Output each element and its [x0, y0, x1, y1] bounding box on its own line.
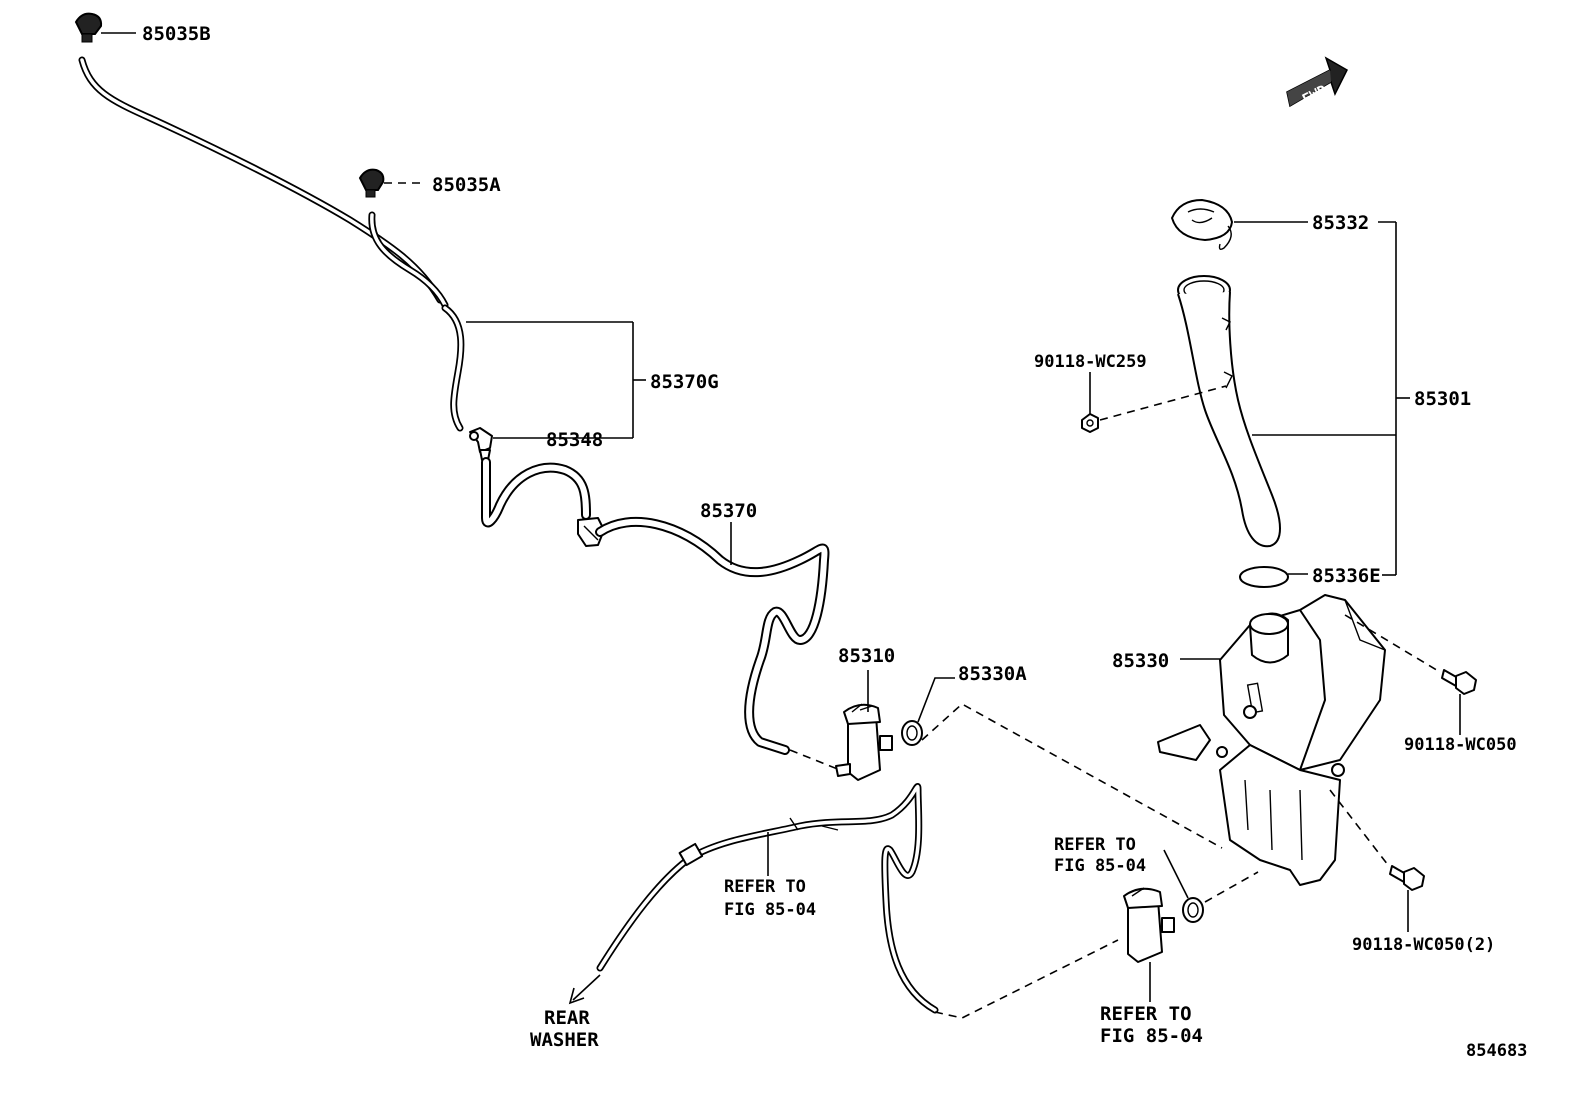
bolt-90118-WC050-2 — [1389, 865, 1425, 932]
bolt-90118-WC050 — [1441, 669, 1477, 735]
label-refer-right-line1: REFER TO — [1054, 835, 1136, 855]
label-85301: 85301 — [1414, 388, 1471, 410]
label-85348: 85348 — [546, 429, 603, 451]
label-90118-WC050-2: 90118-WC050(2) — [1352, 935, 1495, 955]
label-refer-bottom-line2: FIG 85-04 — [1100, 1025, 1203, 1047]
rear-washer-arrow — [568, 974, 601, 1005]
hose-85370 — [595, 516, 830, 755]
grommet-85330A — [901, 677, 1223, 849]
grommet-lower — [1163, 849, 1259, 923]
label-85330A: 85330A — [958, 663, 1027, 685]
cap-85332 — [1171, 199, 1308, 251]
hose-upper-long — [78, 56, 444, 304]
connector-85370 — [577, 517, 605, 547]
label-90118-WC050: 90118-WC050 — [1404, 735, 1517, 755]
label-85370: 85370 — [700, 500, 757, 522]
tank-85330 — [1157, 594, 1441, 886]
figure-number: 854683 — [1466, 1041, 1527, 1061]
hose-85370G — [441, 304, 465, 432]
label-85336E: 85336E — [1312, 565, 1381, 587]
hose-rear-washer — [596, 783, 939, 1014]
bracket-85370G — [466, 321, 646, 439]
gasket-85336E — [1239, 566, 1308, 588]
label-refer-right-line2: FIG 85-04 — [1054, 856, 1146, 876]
nozzle-85035B — [74, 12, 136, 43]
label-refer-mid-line2: FIG 85-04 — [724, 900, 816, 920]
dashed-lower-pump — [934, 939, 1119, 1019]
pump-lower — [1123, 887, 1175, 1002]
label-rear-washer-line1: REAR — [544, 1007, 590, 1029]
label-85035B: 85035B — [142, 23, 211, 45]
label-85035A: 85035A — [432, 174, 501, 196]
bracket-85301 — [1252, 221, 1410, 576]
label-85370G: 85370G — [650, 371, 719, 393]
hose-85035A — [368, 211, 449, 309]
label-85332: 85332 — [1312, 212, 1369, 234]
label-90118-WC259: 90118-WC259 — [1034, 352, 1147, 372]
label-refer-bottom-line1: REFER TO — [1100, 1003, 1192, 1025]
label-85310: 85310 — [838, 645, 895, 667]
connector-85348 — [469, 427, 493, 461]
nozzle-85035A — [358, 168, 426, 198]
pump-85310 — [789, 670, 893, 781]
label-rear-washer-line2: WASHER — [530, 1029, 599, 1051]
label-refer-mid-line1: REFER TO — [724, 877, 806, 897]
bolt-90118-WC259 — [1081, 372, 1227, 433]
fwd-arrow-icon: FWD — [1286, 56, 1348, 108]
clip-rear-hose — [678, 817, 839, 867]
hose-85348-loop — [481, 457, 591, 528]
label-85330: 85330 — [1112, 650, 1169, 672]
filler-neck-85301 — [1177, 275, 1281, 548]
